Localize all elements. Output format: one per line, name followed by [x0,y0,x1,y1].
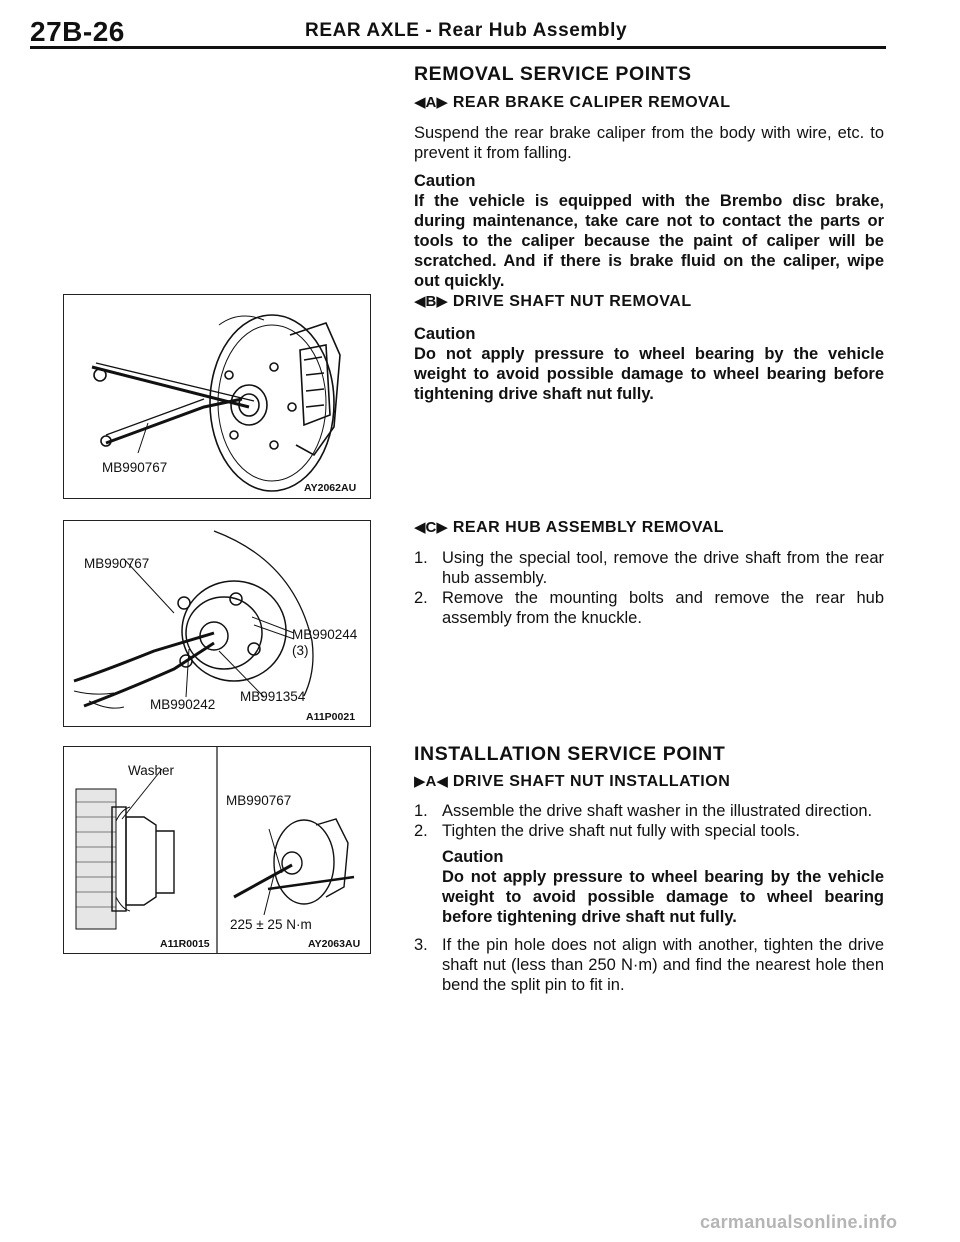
marker-b: ◀B▶ [414,293,448,310]
figure-caliper-nut-removal: MB990767 AY2062AU [63,294,371,499]
tool-label-mb990767: MB990767 [102,460,168,475]
figure-code: AY2062AU [304,482,357,494]
list-item: 2.Tighten the drive shaft nut fully with… [414,822,800,840]
marker-a: ◀A▶ [414,94,448,111]
tool-label-mb991354: MB991354 [240,689,306,704]
figure-code-right: AY2063AU [308,938,361,950]
watermark: carmanualsonline.info [700,1212,898,1232]
installation-a-title: ▶A◀ DRIVE SHAFT NUT INSTALLATION [414,772,884,792]
caution-text: Do not apply pressure to wheel bearing b… [414,345,884,403]
washer-label: Washer [128,763,175,778]
caution-text: Do not apply pressure to wheel bearing b… [442,868,884,926]
removal-section-a: REMOVAL SERVICE POINTS ◀A▶ REAR BRAKE CA… [414,64,884,291]
list-item: 1.Using the special tool, remove the dri… [414,549,884,587]
caution-label: Caution [414,172,476,190]
caution-text: If the vehicle is equipped with the Brem… [414,192,884,290]
figure-code-left: A11R0015 [160,938,210,950]
hub-removal-steps: 1.Using the special tool, remove the dri… [414,548,884,628]
figure-hub-removal: MB990767 MB990244 (3) MB990242 MB991354 … [63,520,371,727]
page-title: REAR AXLE - Rear Hub Assembly [305,20,628,41]
tool-label-top: MB990767 [84,556,150,571]
nut-installation-illustration [75,747,355,953]
caution-label: Caution [442,848,504,866]
removal-section-c: ◀C▶ REAR HUB ASSEMBLY REMOVAL 1.Using th… [414,518,884,628]
tool-label-mb990767: MB990767 [226,793,292,808]
nut-installation-steps: 1.Assemble the drive shaft washer in the… [414,801,884,841]
tool-label-mb990244: MB990244 [292,627,358,642]
subsection-c-label: REAR HUB ASSEMBLY REMOVAL [452,519,725,536]
wheel-hub-illustration [91,314,341,492]
removal-section-b: ◀B▶ DRIVE SHAFT NUT REMOVAL Caution Do n… [414,292,884,404]
subsection-b-title: ◀B▶ DRIVE SHAFT NUT REMOVAL [414,292,884,312]
figure-nut-installation: Washer MB990767 225 ± 25 N·m A11R0015 AY… [63,746,371,954]
list-item: 1.Assemble the drive shaft washer in the… [414,802,873,820]
subsection-c-title: ◀C▶ REAR HUB ASSEMBLY REMOVAL [414,518,884,538]
caliper-removal-text: Suspend the rear brake caliper from the … [414,124,884,162]
marker-install-a: ▶A◀ [414,773,448,790]
hub-removal-illustration [73,530,314,709]
torque-spec: 225 ± 25 N·m [230,917,312,932]
installation-a-label: DRIVE SHAFT NUT INSTALLATION [452,773,731,790]
header-divider [30,46,886,49]
subsection-a-title: ◀A▶ REAR BRAKE CALIPER REMOVAL [414,93,884,113]
subsection-b-label: DRIVE SHAFT NUT REMOVAL [452,293,692,310]
list-item: 3.If the pin hole does not align with an… [414,936,884,994]
installation-caution: Caution Do not apply pressure to wheel b… [414,847,884,927]
caution-label: Caution [414,325,476,343]
list-item: 2.Remove the mounting bolts and remove t… [414,589,884,627]
section-code: 27B-26 [30,16,125,47]
removal-heading: REMOVAL SERVICE POINTS [414,63,692,85]
marker-c: ◀C▶ [414,519,448,536]
nut-installation-steps-cont: 3.If the pin hole does not align with an… [414,935,884,995]
figure-code: A11P0021 [306,711,356,723]
tool-quantity: (3) [292,643,309,658]
installation-heading: INSTALLATION SERVICE POINT [414,743,726,765]
tool-label-mb990242: MB990242 [150,697,216,712]
installation-section: INSTALLATION SERVICE POINT ▶A◀ DRIVE SHA… [414,744,884,995]
subsection-a-label: REAR BRAKE CALIPER REMOVAL [452,94,731,111]
